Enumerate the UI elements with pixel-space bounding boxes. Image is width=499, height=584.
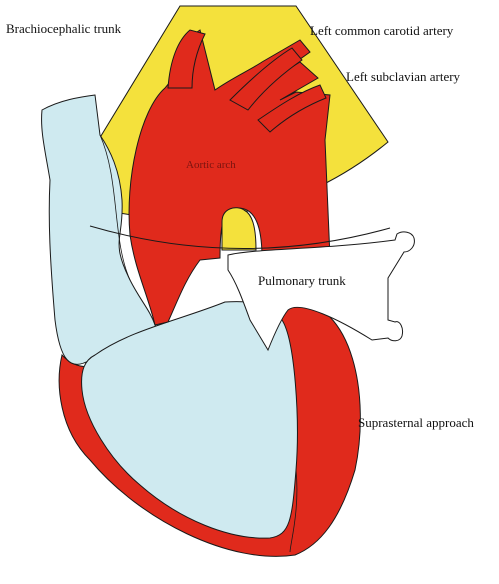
label-pulmonary-trunk: Pulmonary trunk [258,274,346,287]
arch-window [222,208,256,250]
label-left-subclavian: Left subclavian artery [346,70,460,83]
label-suprasternal-approach: Suprasternal approach [358,416,474,429]
label-left-common-carotid: Left common carotid artery [310,24,453,37]
label-aortic-arch: Aortic arch [186,160,236,171]
label-brachiocephalic-trunk: Brachiocephalic trunk [6,22,121,35]
